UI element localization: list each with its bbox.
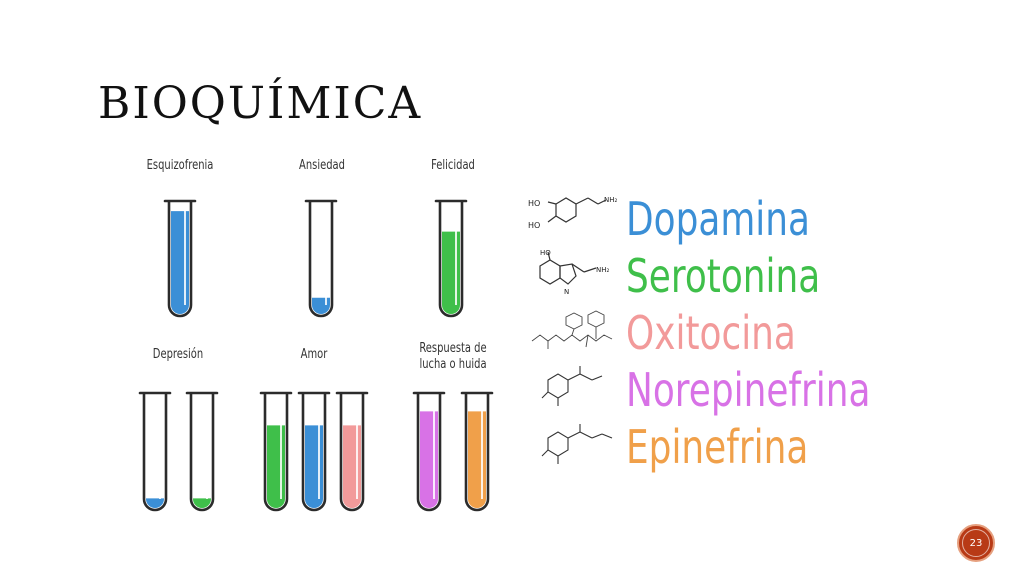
serotonin-ho: HO [540,249,551,257]
test-tube-5-3 [335,391,369,512]
dopamine-nh2: NH₂ [604,196,618,204]
tube-glass [308,202,334,318]
dopamine-structure-icon: HO HO NH₂ [528,196,618,230]
test-tube-3-1 [434,199,468,318]
tube-glass [339,394,365,512]
norepinephrine-structure-icon [541,366,603,406]
neurotransmitter-epinefrina: Epinefrina [626,420,809,474]
serotonin-nh2: NH₂ [596,266,610,274]
tube-liquid [343,425,361,508]
label-felicidad: Felicidad [431,158,475,173]
tube-glass [189,394,215,512]
tube-liquid [420,411,438,508]
test-tube-6-1 [412,391,446,512]
test-tube-6-2 [460,391,494,512]
tube-glass [263,394,289,512]
tube-glass [301,394,327,512]
page-number: 23 [969,537,983,549]
epinephrine-structure-icon [541,424,613,464]
label-depresion: Depresión [152,347,204,362]
tube-liquid [442,231,460,314]
dopamine-ho-2: HO [528,221,540,230]
test-tube-2-1 [304,199,338,318]
oxytocin-structure-icon [531,310,613,349]
test-tube-4-1 [138,391,172,512]
tube-liquid [305,425,323,508]
neurotransmitter-dopamina: Dopamina [626,192,810,246]
tube-liquid [267,425,285,508]
label-amor: Amor [300,347,328,362]
tube-liquid [312,297,330,314]
neurotransmitter-serotonina: Serotonina [626,249,821,303]
tube-glass [464,394,490,512]
dopamine-ho-1: HO [528,199,540,208]
tube-liquid [468,411,486,508]
tube-glass [167,202,193,318]
test-tube-1-1 [163,199,197,318]
serotonin-structure-icon: HO N NH₂ [539,249,610,296]
tube-liquid [193,498,211,508]
neurotransmitter-oxitocina: Oxitocina [626,306,796,360]
tube-liquid [171,211,189,314]
page-number-badge: 23 [957,524,995,562]
test-tube-5-2 [297,391,331,512]
tube-glass [416,394,442,512]
slide-title: BIOQUÍMICA [98,78,423,129]
tube-liquid [146,498,164,508]
tube-glass [142,394,168,512]
label-ansiedad: Ansiedad [299,158,345,173]
test-tube-5-1 [259,391,293,512]
tube-glass [438,202,464,318]
label-esquizofrenia: Esquizofrenia [146,158,214,173]
serotonin-n: N [564,288,569,296]
neurotransmitter-norepinefrina: Norepinefrina [626,363,871,417]
label-respuesta-lucha-huida: Respuesta de lucha o huida [419,341,487,372]
test-tube-4-2 [185,391,219,512]
